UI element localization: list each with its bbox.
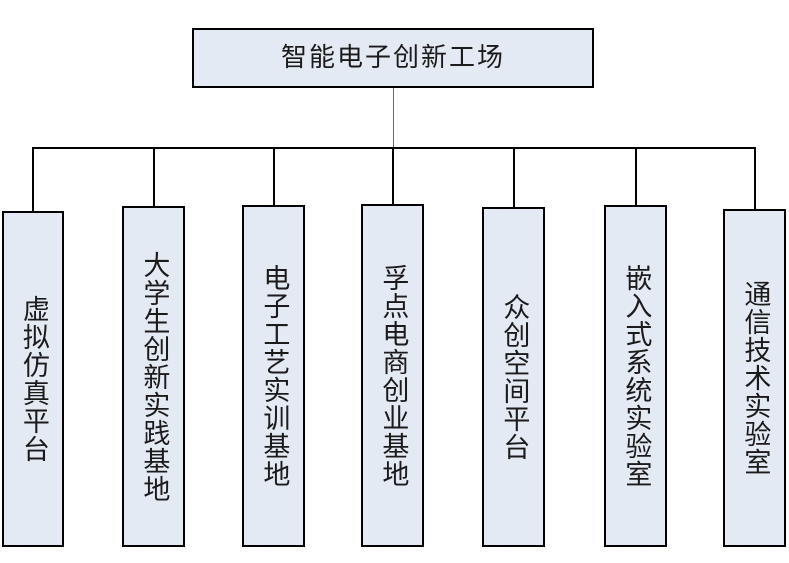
leaf-node-7-label: 通信技术实验室	[739, 280, 771, 476]
drop-connector-7	[754, 147, 756, 209]
root-node[interactable]: 智能电子创新工场	[192, 28, 594, 88]
leaf-node-4[interactable]: 孚点电商创业基地	[361, 204, 424, 547]
drop-connector-4	[392, 147, 394, 204]
drop-connector-2	[153, 147, 155, 206]
leaf-node-4-label: 孚点电商创业基地	[377, 263, 409, 488]
leaf-node-5[interactable]: 众创空间平台	[482, 207, 545, 547]
bus-connector	[33, 147, 756, 149]
leaf-node-2-label: 大学生创新实践基地	[138, 250, 170, 503]
root-node-label: 智能电子创新工场	[280, 43, 505, 73]
drop-connector-3	[273, 147, 275, 205]
drop-connector-5	[513, 147, 515, 207]
leaf-node-7[interactable]: 通信技术实验室	[723, 209, 786, 547]
leaf-node-3[interactable]: 电子工艺实训基地	[242, 205, 305, 547]
trunk-connector	[393, 88, 394, 147]
leaf-node-1-label: 虚拟仿真平台	[17, 295, 49, 463]
leaf-node-2[interactable]: 大学生创新实践基地	[122, 206, 185, 547]
leaf-node-5-label: 众创空间平台	[498, 293, 530, 461]
drop-connector-6	[635, 147, 637, 205]
leaf-node-3-label: 电子工艺实训基地	[258, 264, 290, 488]
leaf-node-6-label: 嵌入式系统实验室	[620, 264, 652, 488]
drop-connector-1	[32, 147, 34, 211]
leaf-node-1[interactable]: 虚拟仿真平台	[2, 211, 64, 547]
leaf-node-6[interactable]: 嵌入式系统实验室	[604, 205, 667, 547]
